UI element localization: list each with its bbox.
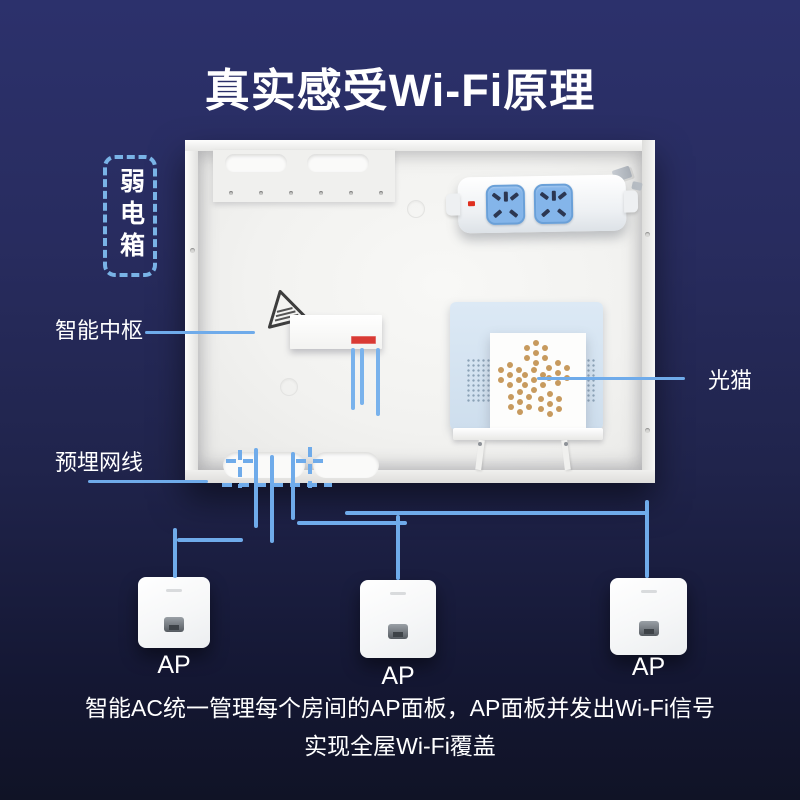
power-led-icon: [467, 201, 476, 207]
socket-slot: [492, 209, 503, 219]
knockout-panel: [213, 150, 395, 202]
cabinet-badge-label: 弱电箱: [116, 168, 145, 264]
power-socket-icon: [485, 184, 526, 225]
screw: [564, 442, 568, 446]
network-cable-ap1: [177, 538, 243, 542]
network-cable: [270, 455, 274, 543]
mount-hole: [259, 191, 263, 195]
network-cable: [254, 448, 258, 528]
network-cable-ap2: [396, 515, 400, 580]
callout-smart-hub-label: 智能中枢: [55, 318, 144, 343]
mount-hole: [289, 191, 293, 195]
network-cable-ap3: [345, 511, 649, 515]
caption: 智能AC统一管理每个房间的AP面板，AP面板并发出Wi-Fi信号 实现全屋Wi-…: [0, 689, 800, 765]
ap-label: AP: [381, 662, 415, 690]
mount-hole: [319, 191, 323, 195]
vent-dot-cluster: [531, 377, 537, 383]
socket-slot: [491, 192, 502, 202]
callout-smart-hub-line: [145, 331, 255, 334]
hub-cable: [351, 348, 355, 410]
socket-slot: [503, 191, 508, 202]
rj45-port-icon: [638, 621, 659, 637]
vent-dot-cluster: [547, 401, 553, 407]
socket-slot: [540, 208, 551, 218]
hub-cable: [360, 348, 364, 405]
caption-line2: 实现全屋Wi-Fi覆盖: [304, 733, 496, 759]
mount-hole: [379, 191, 383, 195]
knockout-slot: [307, 154, 369, 172]
callout-embedded-cable-line: [88, 480, 208, 483]
page-title: 真实感受Wi-Fi原理: [204, 65, 596, 116]
callout-modem-label: 光猫: [708, 368, 753, 393]
hub-cable: [376, 348, 380, 416]
network-cable-ap1: [173, 528, 177, 578]
ap-panel: [610, 578, 687, 655]
cabinet-right-wall: [642, 140, 655, 483]
cabinet-top-wall: [185, 140, 655, 151]
vent-dot-cluster: [517, 399, 523, 405]
mount-hole: [349, 191, 353, 195]
mount-hole: [229, 191, 233, 195]
vent-dot-cluster: [533, 350, 539, 356]
bottom-knockout-slot: [313, 452, 379, 478]
caption-line1: 智能AC统一管理每个房间的AP面板，AP面板并发出Wi-Fi信号: [85, 695, 715, 721]
ap-logo: [390, 592, 406, 595]
cabinet-badge: 弱电箱: [103, 155, 157, 277]
socket-slot: [509, 192, 520, 201]
rj45-port-icon: [164, 616, 184, 632]
network-cable-ap3: [645, 500, 649, 578]
network-cable-dashed: [222, 483, 332, 487]
ap-label: AP: [157, 651, 191, 679]
modem-shelf: [453, 428, 603, 440]
emboss-circle: [280, 378, 298, 396]
socket-slot: [539, 191, 550, 201]
ap-panel: [360, 580, 436, 658]
weak-current-cabinet: [185, 140, 655, 483]
screw: [645, 428, 650, 433]
callout-modem-line: [537, 377, 685, 380]
ap-label: AP: [631, 653, 666, 681]
rj45-port-icon: [388, 623, 408, 639]
cabinet-left-wall: [185, 140, 198, 483]
smart-hub-device: [290, 315, 382, 349]
network-cable-ap2: [297, 521, 407, 525]
network-cable-dashed: [308, 447, 312, 488]
strip-mount-tab: [445, 193, 461, 216]
vent-dot-cluster: [507, 372, 513, 378]
ap-logo: [640, 590, 657, 593]
network-cable-dashed: [238, 450, 242, 488]
screw: [645, 232, 650, 237]
socket-slot: [556, 208, 567, 218]
power-socket-icon: [533, 183, 574, 225]
knockout-slot: [225, 154, 287, 172]
vent-dot-cluster: [555, 370, 561, 376]
strip-mount-tab: [623, 190, 639, 213]
optical-modem-device: [490, 333, 586, 428]
power-strip: [445, 174, 639, 234]
brand-badge: [351, 336, 376, 344]
vent-grid: [466, 358, 493, 404]
socket-slot: [551, 190, 556, 201]
callout-embedded-cable-label: 预埋网线: [55, 450, 144, 475]
socket-slot: [508, 209, 519, 218]
socket-slot: [557, 191, 568, 201]
screw: [478, 442, 482, 446]
screw: [190, 248, 195, 253]
ap-panel: [138, 577, 210, 648]
cabinet-bottom-wall: [185, 470, 655, 483]
network-cable-dashed: [296, 459, 328, 463]
emboss-circle: [407, 200, 425, 218]
ap-logo: [166, 589, 182, 592]
network-cable-dashed: [226, 459, 258, 463]
